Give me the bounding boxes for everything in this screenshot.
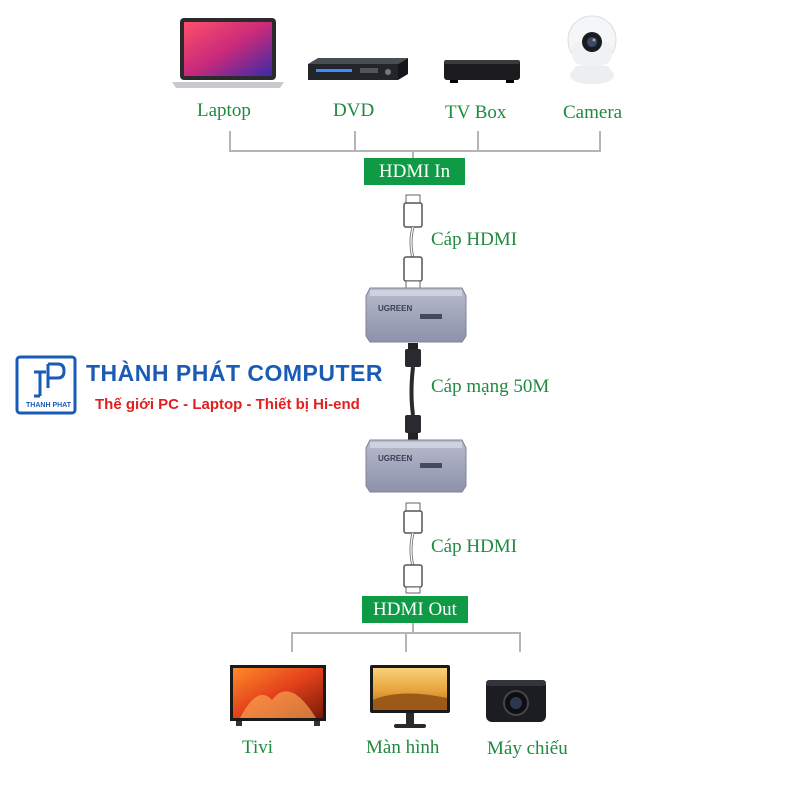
tv-icon — [230, 665, 326, 726]
cable-label-top: Cáp HDMI — [431, 229, 518, 250]
extender-brand-top: UGREEN — [378, 304, 413, 313]
cable-label-bottom: Cáp HDMI — [431, 536, 518, 557]
hdmi-extender-transmitter — [365, 287, 467, 343]
hdmi-in-label: HDMI In — [364, 158, 465, 185]
brand-tagline: Thế giới PC - Laptop - Thiết bị Hi-end — [95, 396, 360, 413]
device-label-monitor: Màn hình — [366, 737, 440, 758]
network-cable-label: Cáp mạng 50M — [431, 376, 550, 397]
laptop-icon — [172, 18, 284, 88]
source-label-dvd: DVD — [333, 100, 375, 121]
hdmi-out-label: HDMI Out — [362, 596, 468, 623]
source-label-laptop: Laptop — [197, 100, 251, 121]
camera-icon — [567, 15, 617, 84]
source-label-camera: Camera — [563, 102, 623, 123]
dvd-player-icon — [308, 58, 408, 80]
monitor-icon — [370, 665, 450, 728]
brand-logo-caption: THANH PHAT — [26, 402, 71, 409]
hdmi-extender-receiver — [365, 439, 467, 493]
tv-box-icon — [444, 60, 520, 83]
source-label-tv-box: TV Box — [445, 102, 507, 123]
device-label-tivi: Tivi — [242, 737, 273, 758]
output-bracket — [291, 622, 521, 652]
hdmi-cable-top — [403, 194, 423, 289]
brand-name: THÀNH PHÁT COMPUTER — [86, 360, 383, 386]
extender-brand-bottom: UGREEN — [378, 454, 413, 463]
brand-logo-icon — [15, 355, 77, 415]
network-cable — [405, 343, 421, 440]
hdmi-cable-bottom — [403, 502, 423, 594]
projector-icon — [486, 680, 546, 722]
device-label-projector: Máy chiếu — [487, 738, 568, 759]
